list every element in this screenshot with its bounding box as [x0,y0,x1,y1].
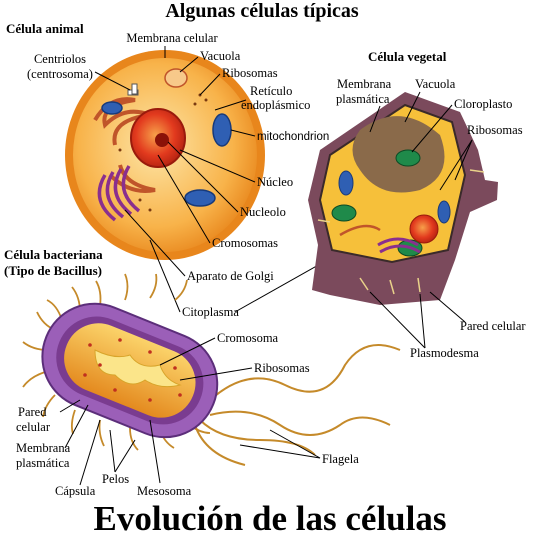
bacteria-flagella [194,344,401,466]
label-reticulo: Retículo [250,84,292,98]
centriole-shape-2 [131,83,138,95]
plant-nucleus-shape [409,214,439,244]
label-bact-pared: Pared [18,405,47,419]
animal-nucleolus-shape [155,133,169,147]
animal-er-shape [93,97,151,146]
label-plant-vacuola: Vacuola [415,77,456,91]
animal-ribosome-dots [118,93,208,212]
chloroplast-shape [395,149,421,167]
label-bact-celular: celular [16,420,51,434]
plant-er-shape [339,224,381,237]
label-capsula: Cápsula [55,484,96,498]
plasmodesma-marks [317,169,485,295]
label-plant-plasmatica: plasmática [336,92,390,106]
animal-vacuole-shape [164,68,188,88]
bacteria-subheading: (Tipo de Bacillus) [4,263,102,278]
plant-mito-shape [338,170,354,196]
label-endoplasmico: endoplásmico [241,98,310,112]
label-nucleo: Núcleo [257,175,293,189]
bacterial-cell [22,273,401,466]
label-pared-celular: Pared celular [460,319,526,333]
plant-heading: Célula vegetal [368,49,447,64]
animal-heading: Célula animal [6,21,84,36]
label-animal-ribosomas: Ribosomas [222,66,278,80]
bacteria-pointer-lines [59,337,321,486]
label-cromosomas: Cromosomas [212,236,278,250]
animal-mito-shape-3 [101,101,123,115]
label-centrosoma: (centrosoma) [27,67,93,81]
bacteria-heading: Célula bacteriana [4,247,103,262]
animal-pointer-lines [94,46,346,313]
label-citoplasma: Citoplasma [182,305,239,319]
bacteria-ribosome-dots [83,338,182,402]
plant-golgi-shape [377,237,421,254]
chloroplast-shape-2 [331,204,357,222]
label-animal-vacuola: Vacuola [200,49,241,63]
animal-mito-shape-2 [184,189,216,207]
label-bact-ribosomas: Ribosomas [254,361,310,375]
label-plant-ribosomas: Ribosomas [467,123,523,137]
diagram-title: Algunas células típicas [165,0,359,22]
label-flagela: Flagela [322,452,359,466]
label-bact-membrana: Membrana [16,441,71,455]
label-pelos: Pelos [102,472,129,486]
animal-mito-shape [212,113,232,147]
bacteria-chromosome-shape [94,349,182,388]
label-centriolos: Centriolos [34,52,86,66]
label-mesosoma: Mesosoma [137,484,192,498]
label-animal-membrana: Membrana celular [126,31,218,45]
plant-mito-shape-2 [437,200,451,224]
label-cromosoma: Cromosoma [217,331,279,345]
label-plant-membrana: Membrana [337,77,392,91]
label-cloroplasto: Cloroplasto [454,97,512,111]
label-mitochondrion: mitochondrion [257,131,329,143]
animal-cell [65,50,265,260]
label-plasmodesma: Plasmodesma [410,346,479,360]
label-golgi: Aparato de Golgi [187,269,274,283]
animal-golgi-shape [97,165,141,222]
label-nucleolo: Nucleolo [240,205,286,219]
plant-cell [308,92,498,305]
plant-pointer-lines [369,91,473,349]
label-bact-plasmatica: plasmática [16,456,70,470]
bottom-title: Evolución de las células [94,499,447,535]
